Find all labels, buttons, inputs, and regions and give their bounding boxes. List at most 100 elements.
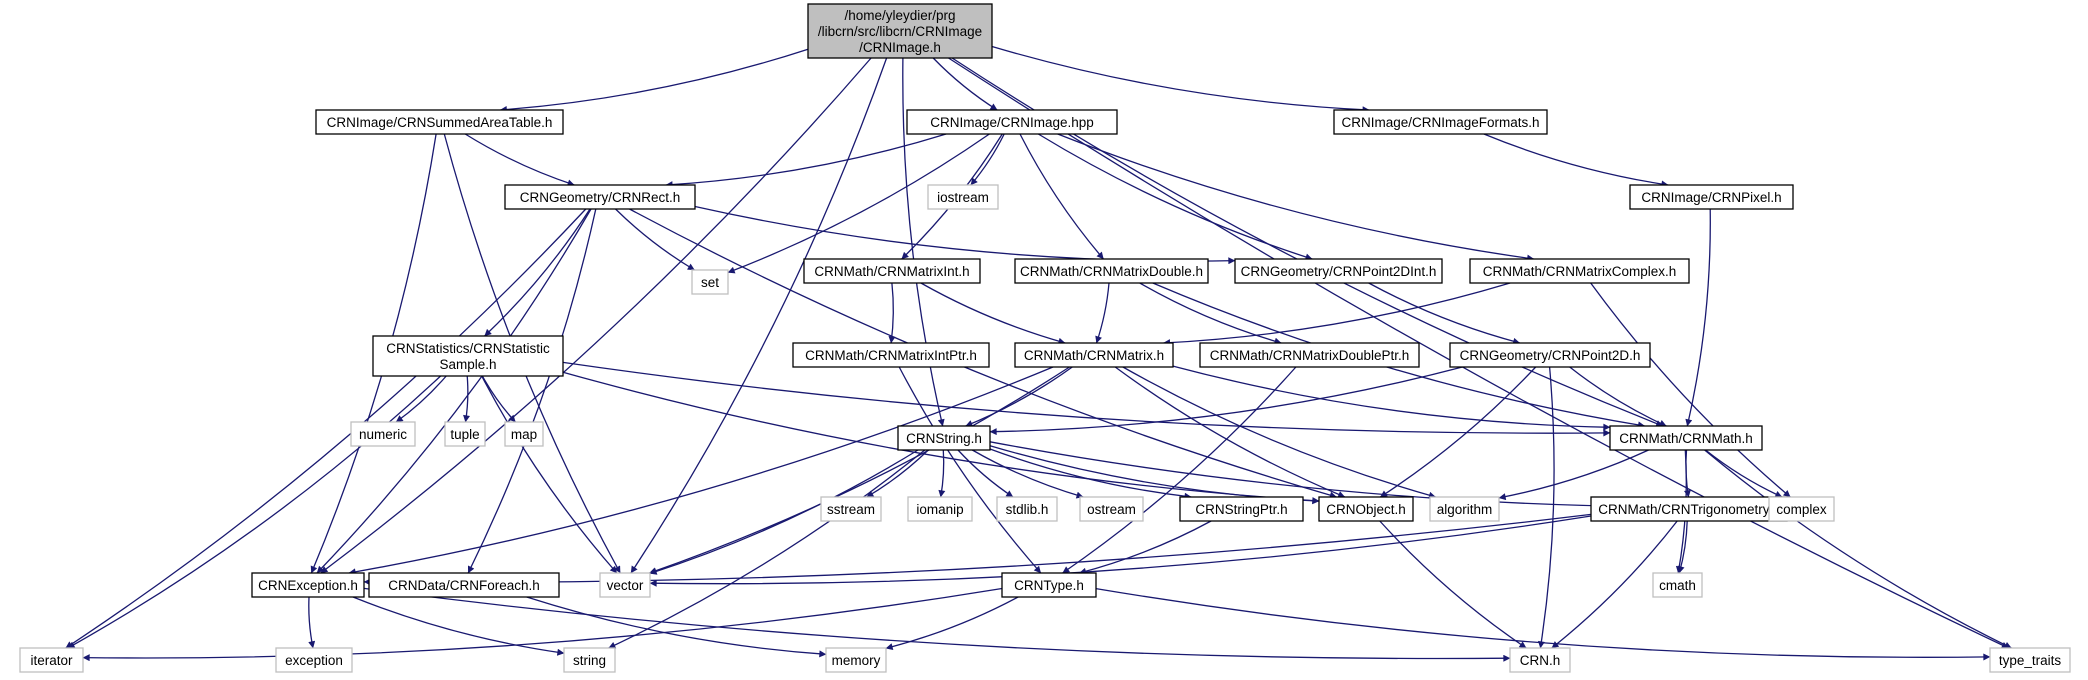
edge-foreach-to-memory (526, 596, 827, 658)
node-mintptr[interactable]: CRNMath/CRNMatrixIntPtr.h (792, 342, 990, 368)
node-box-iterator (19, 647, 84, 673)
edge-hpp-to-iostream (970, 133, 1005, 186)
edge-sat-to-rect (464, 133, 575, 187)
node-pixel[interactable]: CRNImage/CRNPixel.h (1629, 184, 1794, 210)
edge-matrix-to-exception_h (348, 366, 1054, 576)
edge-root-to-fmt (991, 45, 1370, 114)
node-label-complex: complex (1776, 502, 1827, 517)
node-sat[interactable]: CRNImage/CRNSummedAreaTable.h (315, 109, 564, 135)
node-set: set (691, 269, 729, 295)
edge-rect-to-exception_h (316, 208, 592, 574)
node-box-mcplx (1469, 258, 1690, 284)
node-box-stdstring (563, 647, 616, 673)
node-label-mintptr: CRNMath/CRNMatrixIntPtr.h (805, 348, 977, 363)
node-mint[interactable]: CRNMath/CRNMatrixInt.h (803, 258, 981, 284)
node-label-mint: CRNMath/CRNMatrixInt.h (814, 264, 969, 279)
edge-hpp-to-set (727, 133, 990, 274)
edge-rect-to-foreach (467, 208, 597, 574)
edge-trig-to-crn (1551, 520, 1678, 649)
node-label-rect: CRNGeometry/CRNRect.h (520, 190, 681, 205)
node-p2d[interactable]: CRNGeometry/CRNPoint2D.h (1449, 342, 1651, 368)
node-root[interactable]: /home/yleydier/prg/libcrn/src/libcrn/CRN… (807, 3, 993, 59)
edge-stat-to-tuple (463, 375, 470, 423)
edge-strptr-to-type (1079, 520, 1212, 575)
edge-root-to-exception_h (320, 57, 872, 574)
node-sstream: sstream (820, 496, 882, 522)
node-box-complex (1768, 496, 1835, 522)
node-hpp[interactable]: CRNImage/CRNImage.hpp (906, 109, 1118, 135)
edge-root-to-string (902, 57, 945, 427)
node-label-ostream: ostream (1087, 502, 1136, 517)
node-exception: exception (275, 647, 353, 673)
node-label-matrix: CRNMath/CRNMatrix.h (1024, 348, 1164, 363)
edge-hpp-to-mdbl (1019, 133, 1104, 260)
node-label-type: CRNType.h (1014, 578, 1084, 593)
edge-root-to-vector (630, 57, 888, 574)
node-cmath: cmath (1652, 572, 1703, 598)
edge-root-to-typetraits (948, 57, 2009, 649)
node-label-memory: memory (832, 653, 881, 668)
node-label-set: set (701, 275, 719, 290)
node-label-algorithm: algorithm (1437, 502, 1493, 517)
node-trig[interactable]: CRNMath/CRNTrigonometry.h (1590, 496, 1788, 522)
dependency-nodes: /home/yleydier/prg/libcrn/src/libcrn/CRN… (19, 3, 2071, 673)
edge-math-to-typetraits (1704, 449, 2012, 649)
node-type[interactable]: CRNType.h (1001, 572, 1097, 598)
edge-string-to-strptr (989, 448, 1192, 500)
node-box-pixel (1629, 184, 1794, 210)
node-ostream: ostream (1079, 496, 1144, 522)
node-label-map: map (511, 427, 537, 442)
node-exception_h[interactable]: CRNException.h (251, 572, 365, 598)
node-strptr[interactable]: CRNStringPtr.h (1179, 496, 1304, 522)
edge-string-to-stdstring (608, 449, 926, 649)
dependency-edges (65, 45, 2012, 662)
edge-matrix-to-string (965, 366, 1073, 427)
edge-mdblptr-to-type (1062, 366, 1297, 574)
node-map: map (504, 421, 544, 447)
node-mdbl[interactable]: CRNMath/CRNMatrixDouble.h (1014, 258, 1209, 284)
node-crn: CRN.h (1509, 647, 1571, 673)
node-matrix[interactable]: CRNMath/CRNMatrix.h (1014, 342, 1174, 368)
node-box-stdlib (996, 496, 1058, 522)
edge-mdbl-to-mdblptr (1139, 282, 1282, 345)
node-iterator: iterator (19, 647, 84, 673)
edge-string-to-sstream (866, 449, 929, 498)
node-fmt[interactable]: CRNImage/CRNImageFormats.h (1333, 109, 1548, 135)
node-box-foreach (368, 572, 560, 598)
node-box-numeric (350, 421, 416, 447)
node-stdstring: string (563, 647, 616, 673)
node-box-sstream (820, 496, 882, 522)
node-box-p2d (1449, 342, 1651, 368)
node-mdblptr[interactable]: CRNMath/CRNMatrixDoublePtr.h (1199, 342, 1420, 368)
node-algorithm: algorithm (1429, 496, 1500, 522)
node-object[interactable]: CRNObject.h (1318, 496, 1414, 522)
node-label-p2d: CRNGeometry/CRNPoint2D.h (1460, 348, 1641, 363)
node-box-crn (1509, 647, 1571, 673)
edge-mdbl-to-matrix (1095, 282, 1110, 344)
node-mcplx[interactable]: CRNMath/CRNMatrixComplex.h (1469, 258, 1690, 284)
node-box-map (504, 421, 544, 447)
node-label-p2dint: CRNGeometry/CRNPoint2DInt.h (1241, 264, 1437, 279)
node-box-matrix (1014, 342, 1174, 368)
edge-mint-to-mintptr (888, 282, 896, 344)
edge-exception_h-to-crn (363, 587, 1511, 662)
edge-string-to-stdlib (957, 449, 1014, 498)
edge-trig-to-cmath (1677, 520, 1688, 574)
node-string[interactable]: CRNString.h (897, 425, 991, 451)
edge-string-to-ostream (971, 449, 1084, 499)
edge-matrix-to-math (1172, 365, 1611, 431)
node-label-pixel: CRNImage/CRNPixel.h (1641, 190, 1781, 205)
node-label-stat: CRNStatistics/CRNStatistic (386, 341, 550, 356)
edge-p2d-to-object (1379, 366, 1537, 498)
node-label-root: /home/yleydier/prg (844, 8, 955, 23)
node-p2dint[interactable]: CRNGeometry/CRNPoint2DInt.h (1234, 258, 1443, 284)
edge-hpp-to-mcplx (1057, 133, 1535, 262)
node-rect[interactable]: CRNGeometry/CRNRect.h (504, 184, 696, 210)
node-math[interactable]: CRNMath/CRNMath.h (1609, 425, 1763, 451)
node-foreach[interactable]: CRNData/CRNForeach.h (368, 572, 560, 598)
node-box-string (897, 425, 991, 451)
node-box-strptr (1179, 496, 1304, 522)
node-box-trig (1590, 496, 1788, 522)
node-box-sat (315, 109, 564, 135)
